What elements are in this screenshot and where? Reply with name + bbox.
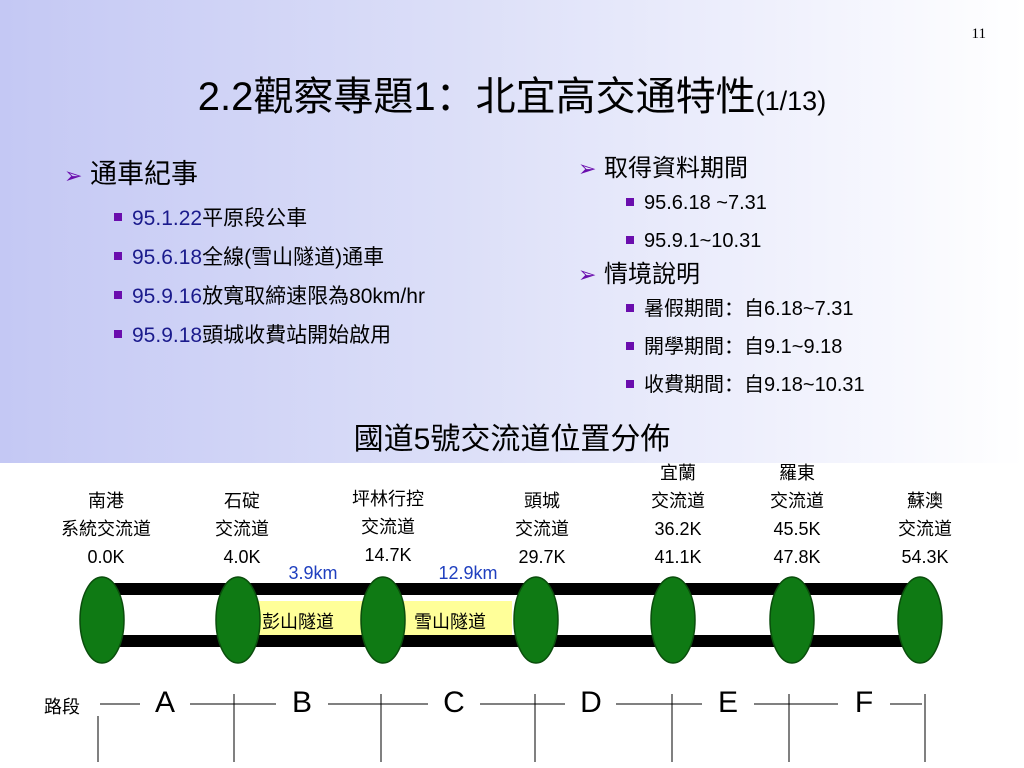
segment-label-e: E bbox=[717, 686, 739, 719]
list-item: 95.1.22平原段公車 bbox=[114, 199, 425, 238]
interchange-node bbox=[360, 576, 406, 664]
square-bullet-icon bbox=[114, 291, 122, 300]
header-background bbox=[0, 0, 1024, 463]
arrow-bullet-icon: ➢ bbox=[578, 156, 597, 181]
right-bullets: ➢取得資料期間 95.6.18 ~7.31 95.9.1~10.31 ➢情境說明… bbox=[578, 154, 865, 404]
list-item: 開學期間：自9.1~9.18 bbox=[626, 328, 865, 366]
list-item: 95.9.1~10.31 bbox=[626, 222, 865, 260]
diagram-title: 國道5號交流道位置分佈 bbox=[353, 423, 671, 456]
list-item: 95.6.18全線(雪山隧道)通車 bbox=[114, 238, 425, 277]
distance-label-pengshan: 3.9km bbox=[288, 563, 338, 583]
title-sub: (1/13) bbox=[755, 86, 827, 116]
scenario-items: 暑假期間：自6.18~7.31 開學期間：自9.1~9.18 收費期間：自9.1… bbox=[626, 290, 865, 404]
square-bullet-icon bbox=[114, 252, 122, 261]
square-bullet-icon bbox=[626, 341, 634, 350]
arrow-bullet-icon: ➢ bbox=[578, 262, 597, 287]
segment-label-b: B bbox=[291, 686, 313, 719]
left-items: 95.1.22平原段公車 95.6.18全線(雪山隧道)通車 95.9.16放寬… bbox=[114, 199, 425, 355]
square-bullet-icon bbox=[626, 235, 634, 244]
square-bullet-icon bbox=[114, 330, 122, 339]
interchange-node bbox=[513, 576, 559, 664]
road-lower-line bbox=[100, 635, 923, 647]
left-heading: ➢通車紀事 bbox=[64, 157, 425, 193]
interchange-node bbox=[215, 576, 261, 664]
segment-label-f: F bbox=[854, 686, 874, 719]
segment-label-a: A bbox=[154, 686, 176, 719]
road-upper-line bbox=[100, 583, 923, 595]
page-title: 2.2觀察專題1：北宜高交通特性(1/13) bbox=[0, 64, 1024, 122]
segment-guides bbox=[97, 694, 926, 762]
page-number: 11 bbox=[971, 26, 986, 42]
period-items: 95.6.18 ~7.31 95.9.1~10.31 bbox=[626, 184, 865, 260]
title-main: 2.2觀察專題1：北宜高交通特性 bbox=[197, 75, 756, 119]
square-bullet-icon bbox=[626, 303, 634, 312]
segment-label-c: C bbox=[443, 686, 465, 719]
square-bullet-icon bbox=[626, 197, 634, 206]
list-item: 95.9.16放寬取締速限為80km/hr bbox=[114, 277, 425, 316]
tunnel-label-pengshan: 彭山隧道 bbox=[262, 612, 334, 632]
left-bullets: ➢通車紀事 95.1.22平原段公車 95.6.18全線(雪山隧道)通車 95.… bbox=[64, 157, 425, 355]
right-heading-period: ➢取得資料期間 bbox=[578, 155, 748, 182]
road-segment-label: 路段 bbox=[44, 697, 80, 717]
tunnel-label-xueshan: 雪山隧道 bbox=[414, 612, 486, 632]
square-bullet-icon bbox=[626, 379, 634, 388]
list-item: 收費期間：自9.18~10.31 bbox=[626, 366, 865, 404]
distance-label-xueshan: 12.9km bbox=[438, 563, 498, 583]
interchange-node bbox=[79, 576, 125, 664]
square-bullet-icon bbox=[114, 213, 122, 222]
list-item: 95.9.18頭城收費站開始啟用 bbox=[114, 316, 425, 355]
segment-label-d: D bbox=[580, 686, 602, 719]
list-item: 暑假期間：自6.18~7.31 bbox=[626, 290, 865, 328]
interchange-node bbox=[650, 576, 696, 664]
interchange-node bbox=[897, 576, 943, 664]
arrow-bullet-icon: ➢ bbox=[64, 163, 83, 188]
interchange-node bbox=[769, 576, 815, 664]
list-item: 95.6.18 ~7.31 bbox=[626, 184, 865, 222]
right-heading-scenario: ➢情境說明 bbox=[578, 261, 700, 288]
